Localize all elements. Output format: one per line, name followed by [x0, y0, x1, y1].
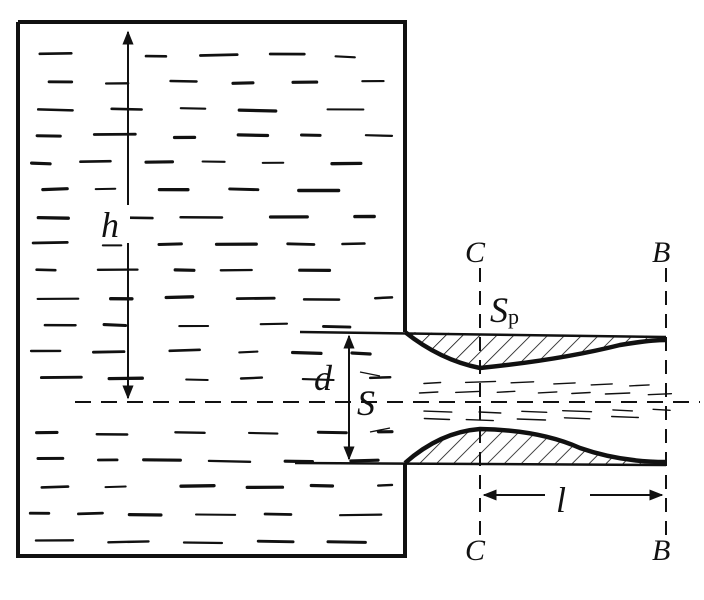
water-dash [92, 350, 126, 354]
water-dash [79, 159, 112, 164]
water-dash [174, 431, 206, 434]
contracted-area-label: Sp [490, 290, 519, 330]
water-dash [110, 107, 143, 111]
water-dash [247, 431, 279, 435]
jet-flow-dashes [359, 371, 673, 433]
water-dash [182, 541, 224, 545]
water-dash [104, 485, 127, 489]
water-dash [301, 378, 335, 382]
vena-contracta-top-region [405, 332, 666, 368]
water-dash [207, 459, 252, 463]
tank-wall [16, 20, 407, 558]
jet-dash [369, 427, 391, 433]
jet-dash [590, 383, 613, 386]
jet-dash [464, 380, 497, 384]
water-dash [31, 241, 69, 245]
water-dash [102, 323, 128, 328]
water-dash [157, 242, 183, 246]
water-dash [40, 485, 70, 489]
water-dash [169, 79, 198, 83]
jet-dash [510, 381, 535, 384]
jet-dash [553, 382, 576, 385]
water-dash [377, 483, 394, 487]
water-dash [185, 378, 209, 381]
water-dash [41, 187, 69, 192]
water-dash [168, 348, 201, 353]
jet-dash [652, 408, 671, 411]
water-dash [77, 511, 104, 516]
jet-dash [563, 417, 591, 420]
jet-dash [647, 393, 673, 396]
water-dash [350, 351, 372, 356]
water-dash [373, 296, 394, 300]
height-label: h [101, 205, 119, 245]
water-dash [316, 430, 348, 435]
water-dash [36, 108, 74, 112]
jet-dash [423, 381, 442, 385]
water-dash [259, 322, 289, 326]
water-surface-dashes [28, 51, 394, 545]
water-dash [164, 295, 195, 300]
jet-dash [611, 415, 639, 419]
jet-dash [604, 392, 631, 395]
water-dash [239, 376, 264, 380]
water-dash [263, 512, 293, 516]
jet-dash [478, 411, 502, 414]
water-dash [364, 134, 394, 137]
water-dash [322, 324, 352, 329]
jet-dash [612, 409, 634, 412]
water-dash [368, 375, 392, 380]
water-dash [237, 108, 278, 113]
jet-boundary-bottom [403, 426, 667, 465]
jet-dash [418, 391, 439, 394]
water-dash [286, 242, 316, 246]
jet-dash [629, 384, 650, 387]
water-dash [238, 350, 259, 354]
section-c-top-label: C [465, 236, 486, 269]
jet-dash [562, 410, 593, 413]
water-dash [256, 539, 295, 544]
water-dash [179, 107, 207, 110]
jet-dash [455, 390, 480, 394]
water-dash [30, 161, 52, 166]
contracted-area-symbol: S [490, 290, 508, 330]
water-dash [291, 350, 323, 355]
length-label: l [556, 480, 566, 520]
water-dash [36, 215, 70, 220]
water-dash [35, 268, 57, 272]
water-dash [339, 513, 383, 517]
water-dash [231, 81, 255, 85]
water-dash [228, 187, 260, 192]
water-dash [236, 133, 270, 138]
contracted-area-subscript: p [508, 304, 519, 329]
jet-boundary-top [403, 330, 667, 371]
jet-dash [571, 391, 591, 395]
jet-dash [537, 391, 558, 394]
water-dash [179, 484, 216, 488]
jet-dash [465, 418, 494, 422]
jet-dash [359, 371, 381, 377]
water-dash [326, 540, 367, 544]
jet-dash [516, 418, 547, 421]
section-c-bottom-label: C [465, 534, 486, 567]
water-dash [341, 242, 366, 246]
jet-dash [423, 410, 453, 413]
water-dash [334, 55, 356, 59]
jet-dash [521, 410, 548, 413]
water-dash [349, 458, 380, 463]
area-label: S [357, 383, 375, 423]
water-dash [107, 540, 150, 544]
height-label-backing [100, 205, 130, 243]
water-dash [199, 53, 239, 57]
diameter-label: d [314, 358, 333, 398]
water-dash [38, 51, 73, 56]
section-b-top-label: B [652, 236, 670, 269]
section-b-bottom-label: B [652, 534, 670, 567]
jet-dash [496, 390, 516, 393]
water-dash [309, 483, 335, 488]
jet-dash [423, 417, 451, 421]
